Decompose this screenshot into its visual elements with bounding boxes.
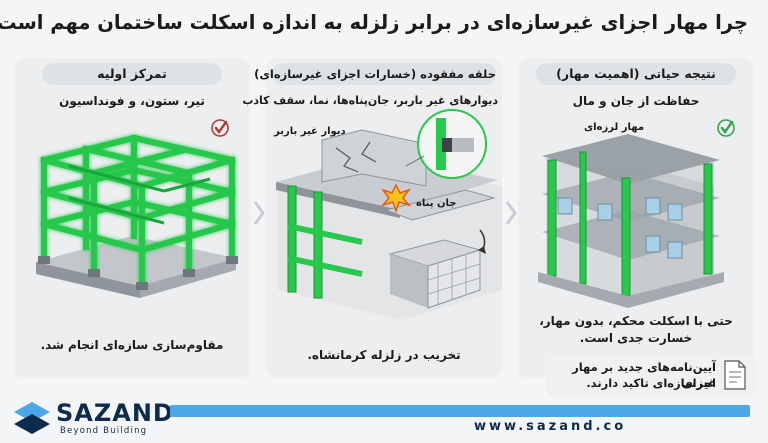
green-frame-illustration (36, 119, 238, 298)
panel-caption-line2: خسارت جدی است. (579, 331, 693, 345)
panel-subtitle: تیر، ستون، و فونداسیون (59, 94, 205, 108)
panel-missing-link: حلقه مفقوده (خسارات اجزای غیرسازه‌ای) دی… (242, 58, 502, 378)
panel-caption-line1: حتی با اسکلت محکم، بدون مهار، (539, 314, 733, 328)
damaged-building-illustration (276, 109, 502, 320)
chevron-right-icon (253, 201, 265, 225)
panel-caption: تخریب در زلزله کرمانشاه. (307, 348, 461, 362)
brand-name: SAZAND (56, 399, 174, 427)
code-note: آیین‌نامه‌های جدید بر مهار اجزای غیرسازه… (546, 356, 756, 396)
panel-heading: حلقه مفقوده (خسارات اجزای غیرسازه‌ای) (254, 63, 496, 85)
note-line1: آیین‌نامه‌های جدید بر مهار اجزای (572, 360, 716, 390)
panel-subtitle: حفاظت از جان و مال (572, 94, 700, 108)
panel-heading: نتیجه حیاتی (اهمیت مهار) (536, 63, 736, 85)
check-icon (717, 119, 735, 137)
wall-label: دیوار غیر باربر (274, 126, 346, 137)
note-line2: غیرسازه‌ای تاکید دارند. (586, 376, 716, 390)
parapet-label: جان پناه (416, 198, 457, 209)
panel-initial-focus: تمرکز اولیه تیر، ستون، و فونداسیون (14, 58, 250, 378)
explosion-icon (380, 183, 412, 214)
chevron-right-icon (505, 201, 517, 225)
panel-vital-result: نتیجه حیاتی (اهمیت مهار) حفاظت از جان و … (518, 58, 754, 378)
brace-label: مهار لرزه‌ای (584, 122, 645, 133)
website-link[interactable]: www.sazand.co (474, 419, 627, 434)
sazand-logo (14, 402, 50, 434)
brand-slogan: Beyond Building (60, 426, 148, 436)
check-icon (211, 119, 229, 137)
page-title: چرا مهار اجزای غیرسازه‌ای در برابر زلزله… (0, 11, 748, 34)
braced-building-illustration (538, 119, 735, 308)
document-icon (724, 360, 746, 390)
panel-heading: تمرکز اولیه (42, 63, 222, 85)
panel-subtitle: دیوارهای غیر باربر، جان‌پناه‌ها، نما، سق… (242, 94, 498, 107)
panel-caption: مقاوم‌سازی سازه‌ای انجام شد. (40, 338, 224, 352)
footer-bar (170, 405, 750, 417)
